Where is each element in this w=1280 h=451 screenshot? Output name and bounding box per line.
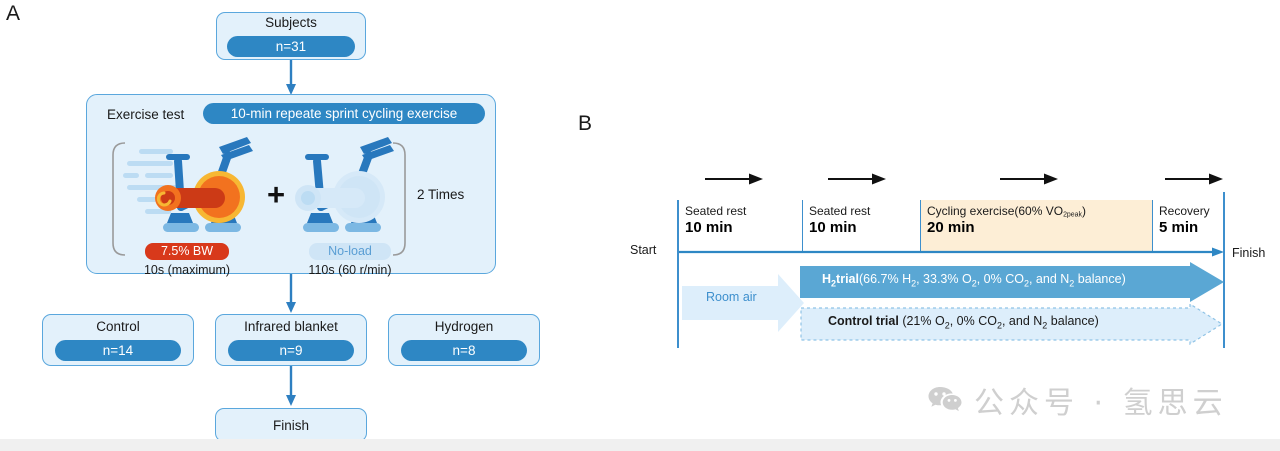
timeline-segment-4: Recovery 5 min (1152, 200, 1224, 252)
grouping-bracket (112, 142, 406, 256)
finish-box: Finish (215, 408, 367, 442)
segment-1-duration: 10 min (685, 219, 733, 236)
segment-1-name: Seated rest (685, 204, 747, 218)
panel-a-label: A (6, 2, 21, 25)
group-box-hydrogen: Hydrogen n=8 (388, 314, 540, 366)
transition-arrow-3 (1000, 173, 1058, 185)
arrow-subjects-to-exercise (286, 60, 296, 95)
exercise-test-panel: Exercise test 10-min repeate sprint cycl… (86, 94, 496, 277)
repeat-times-label: 2 Times (417, 187, 465, 202)
arrow-groups-to-finish (286, 366, 296, 406)
finish-edge-line (1223, 192, 1225, 348)
group-title-control: Control (96, 319, 140, 335)
finish-label: Finish (1232, 246, 1266, 260)
transition-arrow-4 (1165, 173, 1223, 185)
arrow-exercise-to-groups (286, 274, 296, 313)
segment-4-duration: 5 min (1159, 219, 1199, 236)
group-box-infrared-blanket: Infrared blanket n=9 (215, 314, 367, 366)
watermark: 公众号 · 氢思云 (928, 378, 1228, 422)
start-label: Start (630, 243, 657, 257)
segment-3-duration: 20 min (927, 219, 975, 236)
h2-trial-arrow (800, 262, 1224, 302)
room-air-arrow (682, 274, 804, 332)
timeline-segment-2: Seated rest 10 min (802, 200, 920, 252)
watermark-text: 公众号 · 氢思云 (974, 386, 1228, 421)
group-count-hydrogen: n=8 (401, 339, 527, 361)
segment-4-name: Recovery (1159, 204, 1210, 218)
timeline-segment-1: Seated rest 10 min (678, 200, 802, 252)
segment-2-name: Seated rest (809, 204, 871, 218)
h2-trial-label: H2trial(66.7% H2, 33.3% O2, 0% CO2, and … (822, 272, 1126, 289)
panel-b-label: B (578, 112, 593, 135)
room-air-label: Room air (706, 290, 757, 304)
noload-tag: No-load (309, 243, 391, 260)
exercise-bike-pale-icon (295, 137, 394, 232)
noload-caption: 110s (60 r/min) (308, 263, 392, 277)
group-count-infrared-blanket: n=9 (228, 339, 354, 361)
group-title-infrared-blanket: Infrared blanket (244, 319, 338, 335)
exercise-protocol-pill: 10-min repeate sprint cycling exercise (203, 103, 485, 124)
timeline-segment-3: Cycling exercise(60% VO2peak) 20 min (920, 200, 1152, 252)
group-box-control: Control n=14 (42, 314, 194, 366)
segment-3-name: Cycling exercise(60% VO2peak) (927, 204, 1087, 219)
control-trial-label: Control trial (21% O2, 0% CO2, and N2 ba… (828, 314, 1099, 331)
sprint-load-tag: 7.5% BW (145, 243, 229, 260)
subjects-count-pill: n=31 (227, 35, 355, 57)
group-title-hydrogen: Hydrogen (434, 319, 494, 335)
subjects-title: Subjects (265, 15, 317, 31)
segment-2-duration: 10 min (809, 219, 857, 236)
exercise-bike-red-icon (123, 137, 253, 232)
exercise-test-label: Exercise test (107, 107, 185, 122)
bottom-strip (0, 439, 1280, 451)
transition-arrow-1 (705, 173, 763, 185)
transition-arrow-2 (828, 173, 886, 185)
subjects-box: Subjects n=31 (216, 12, 366, 60)
plus-icon: + (267, 177, 286, 212)
group-count-control: n=14 (55, 339, 181, 361)
start-edge-line (677, 200, 679, 348)
timeline-axis (677, 247, 1224, 257)
control-trial-arrow (800, 303, 1224, 345)
wechat-icon (928, 387, 962, 412)
sprint-caption: 10s (maximum) (143, 263, 231, 277)
